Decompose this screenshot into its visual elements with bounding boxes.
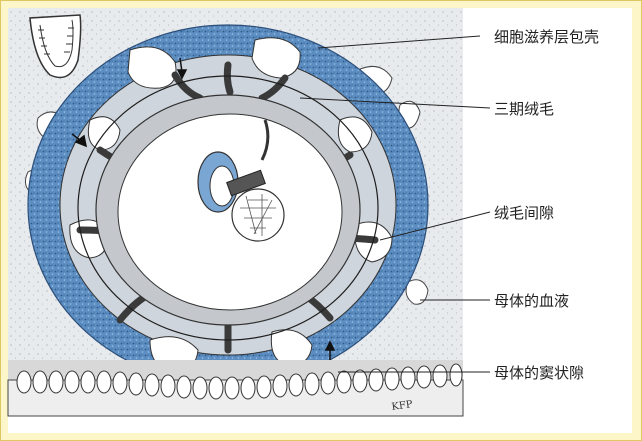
label-cytotrophoblastic-shell: 细胞滋养层包壳 (494, 28, 599, 46)
label-maternal-blood: 母体的血液 (494, 292, 569, 310)
chorionic-plate (96, 95, 360, 325)
label-intervillous-space: 绒毛间隙 (494, 204, 554, 222)
label-tertiary-villi: 三期绒毛 (494, 100, 554, 118)
label-maternal-sinusoid: 母体的窦状隙 (494, 364, 584, 382)
